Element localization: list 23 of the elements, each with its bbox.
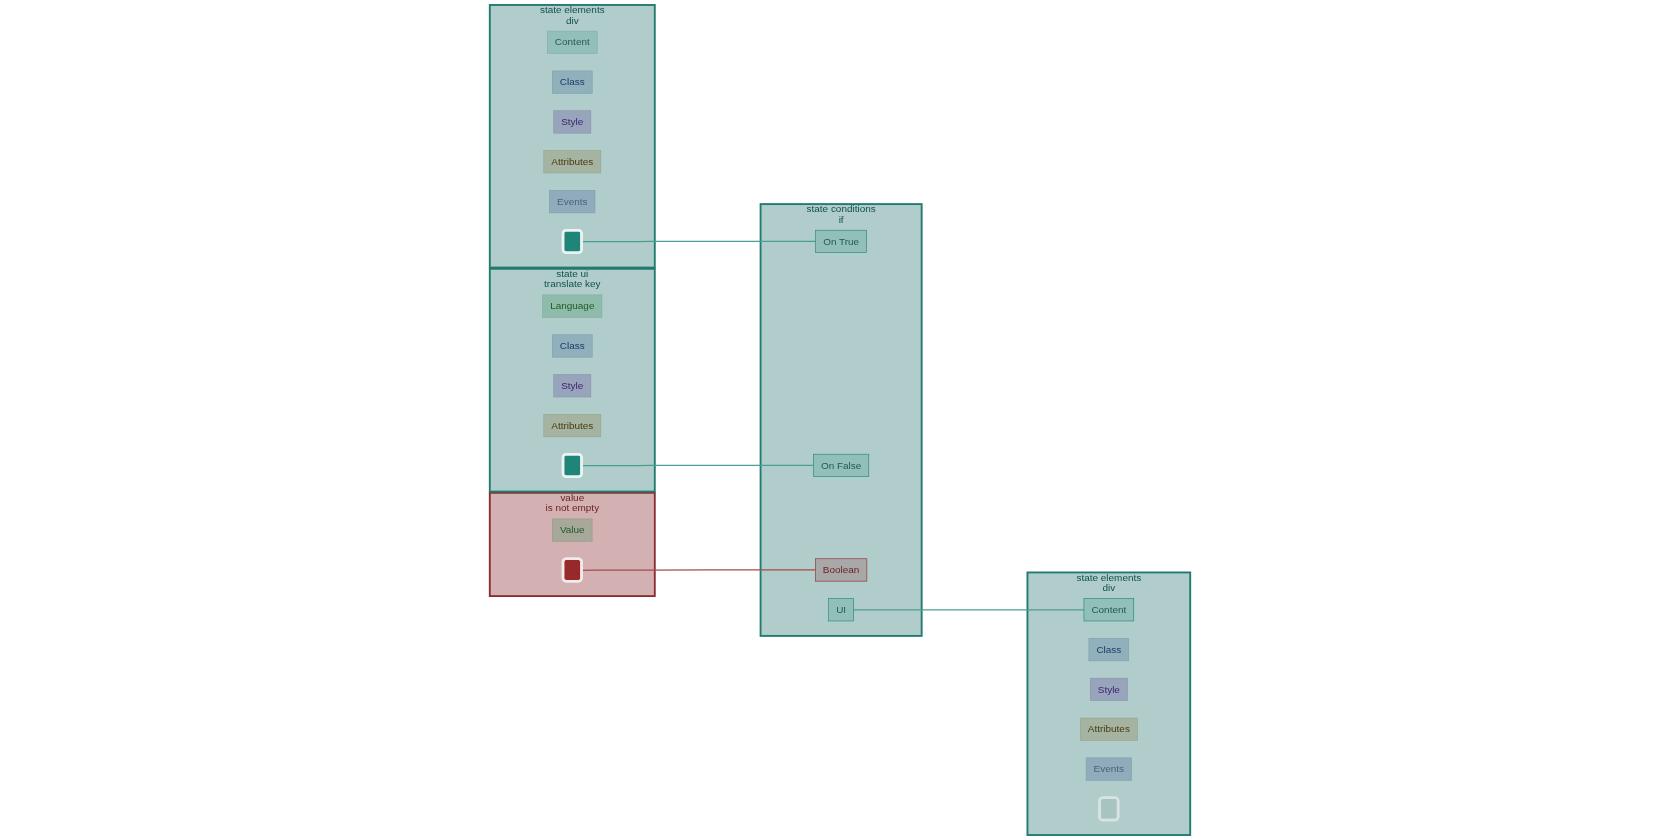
- node-box: Events: [1085, 757, 1132, 781]
- connector: [581, 240, 817, 243]
- node-box: Value: [552, 518, 593, 542]
- connector: [581, 464, 815, 467]
- node-box: Style: [1090, 677, 1128, 701]
- node-box: Attributes: [543, 150, 602, 174]
- node-box: Attributes: [543, 414, 602, 438]
- node-box: Class: [1088, 638, 1130, 662]
- node-box: UI: [828, 598, 854, 622]
- node-box: Style: [553, 374, 592, 398]
- node-box: On False: [813, 453, 870, 477]
- connector: [581, 569, 816, 571]
- node-box: Events: [549, 190, 596, 214]
- node-box: Attributes: [1080, 717, 1138, 741]
- node-box: Language: [542, 294, 603, 318]
- node-box: On True: [815, 229, 867, 253]
- node-box: Content: [547, 30, 598, 54]
- node-box: Style: [553, 110, 592, 134]
- node-box: Content: [1083, 598, 1135, 622]
- connector: [852, 609, 1085, 611]
- node-box: Boolean: [815, 558, 868, 582]
- node-box: Class: [552, 70, 593, 94]
- node-box: Class: [552, 334, 593, 358]
